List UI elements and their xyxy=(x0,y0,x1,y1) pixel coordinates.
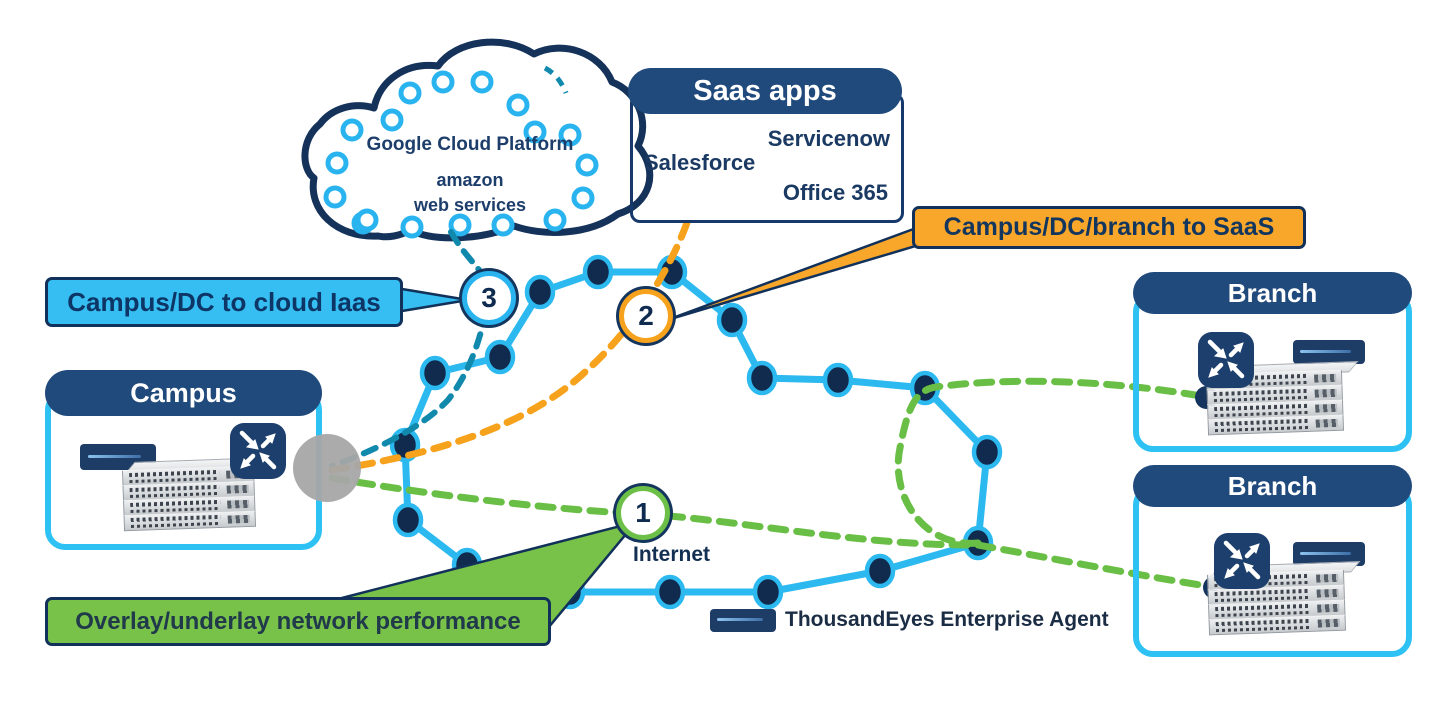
route-2-campus-to-saas xyxy=(328,216,692,474)
route-marker-3: 3 xyxy=(462,271,516,325)
callout-campus-dc-branch-to-saas: Campus/DC/branch to SaaS xyxy=(912,206,1306,249)
thousandeyes-wordmark-badge xyxy=(710,608,776,632)
gcp-label: Google Cloud Platform xyxy=(366,134,574,155)
salesforce-label: Salesforce xyxy=(644,150,756,175)
route-1-overlay-underlay-main xyxy=(328,474,1211,590)
campus-edge-junction xyxy=(293,434,361,502)
aws-web-services-label: web services xyxy=(413,195,527,215)
internet-label: Internet xyxy=(633,543,711,566)
amazon-label: amazon xyxy=(436,170,504,190)
servicenow-label: Servicenow xyxy=(767,126,890,151)
callout-campus-dc-to-cloud-iaas: Campus/DC to cloud Iaas xyxy=(45,277,403,327)
branch-box-top: Branch xyxy=(1133,272,1412,452)
campus-box: Campus xyxy=(45,370,322,550)
callout-overlay-underlay: Overlay/underlay network performance xyxy=(45,597,551,646)
branch-box-bottom: Branch xyxy=(1133,465,1412,657)
iaas-cloud-outline xyxy=(301,38,654,242)
saas-callout-tail xyxy=(666,225,921,322)
legend: ThousandEyes Enterprise Agent xyxy=(710,608,1109,632)
cloud-node-dots xyxy=(323,70,599,239)
cloud-teal-wisp xyxy=(543,65,569,94)
thousandeyes-agent-icon xyxy=(230,423,286,479)
thousandeyes-agent-icon xyxy=(1214,533,1270,589)
route-1-overlay-underlay-loop xyxy=(894,377,1211,547)
branch-top-header: Branch xyxy=(1133,272,1412,314)
saas-apps-header: Saas apps xyxy=(628,68,902,114)
route-marker-2: 2 xyxy=(619,289,673,343)
thousandeyes-wordmark-badge xyxy=(1293,340,1365,364)
saas-apps-box: Saas apps Servicenow Salesforce Office 3… xyxy=(628,68,904,223)
campus-header: Campus xyxy=(45,370,322,416)
route-marker-1: 1 xyxy=(616,486,670,540)
mesh-nodes xyxy=(389,254,1003,610)
route-3-campus-to-cloud xyxy=(329,229,492,469)
thousandeyes-agent-icon xyxy=(1198,332,1254,388)
office365-label: Office 365 xyxy=(782,180,888,205)
cloud-label-block: Google Cloud Platform amazon web service… xyxy=(348,134,592,216)
legend-label: ThousandEyes Enterprise Agent xyxy=(785,608,1109,631)
iaas-callout-tail xyxy=(394,286,469,314)
branch-bottom-header: Branch xyxy=(1133,465,1412,507)
